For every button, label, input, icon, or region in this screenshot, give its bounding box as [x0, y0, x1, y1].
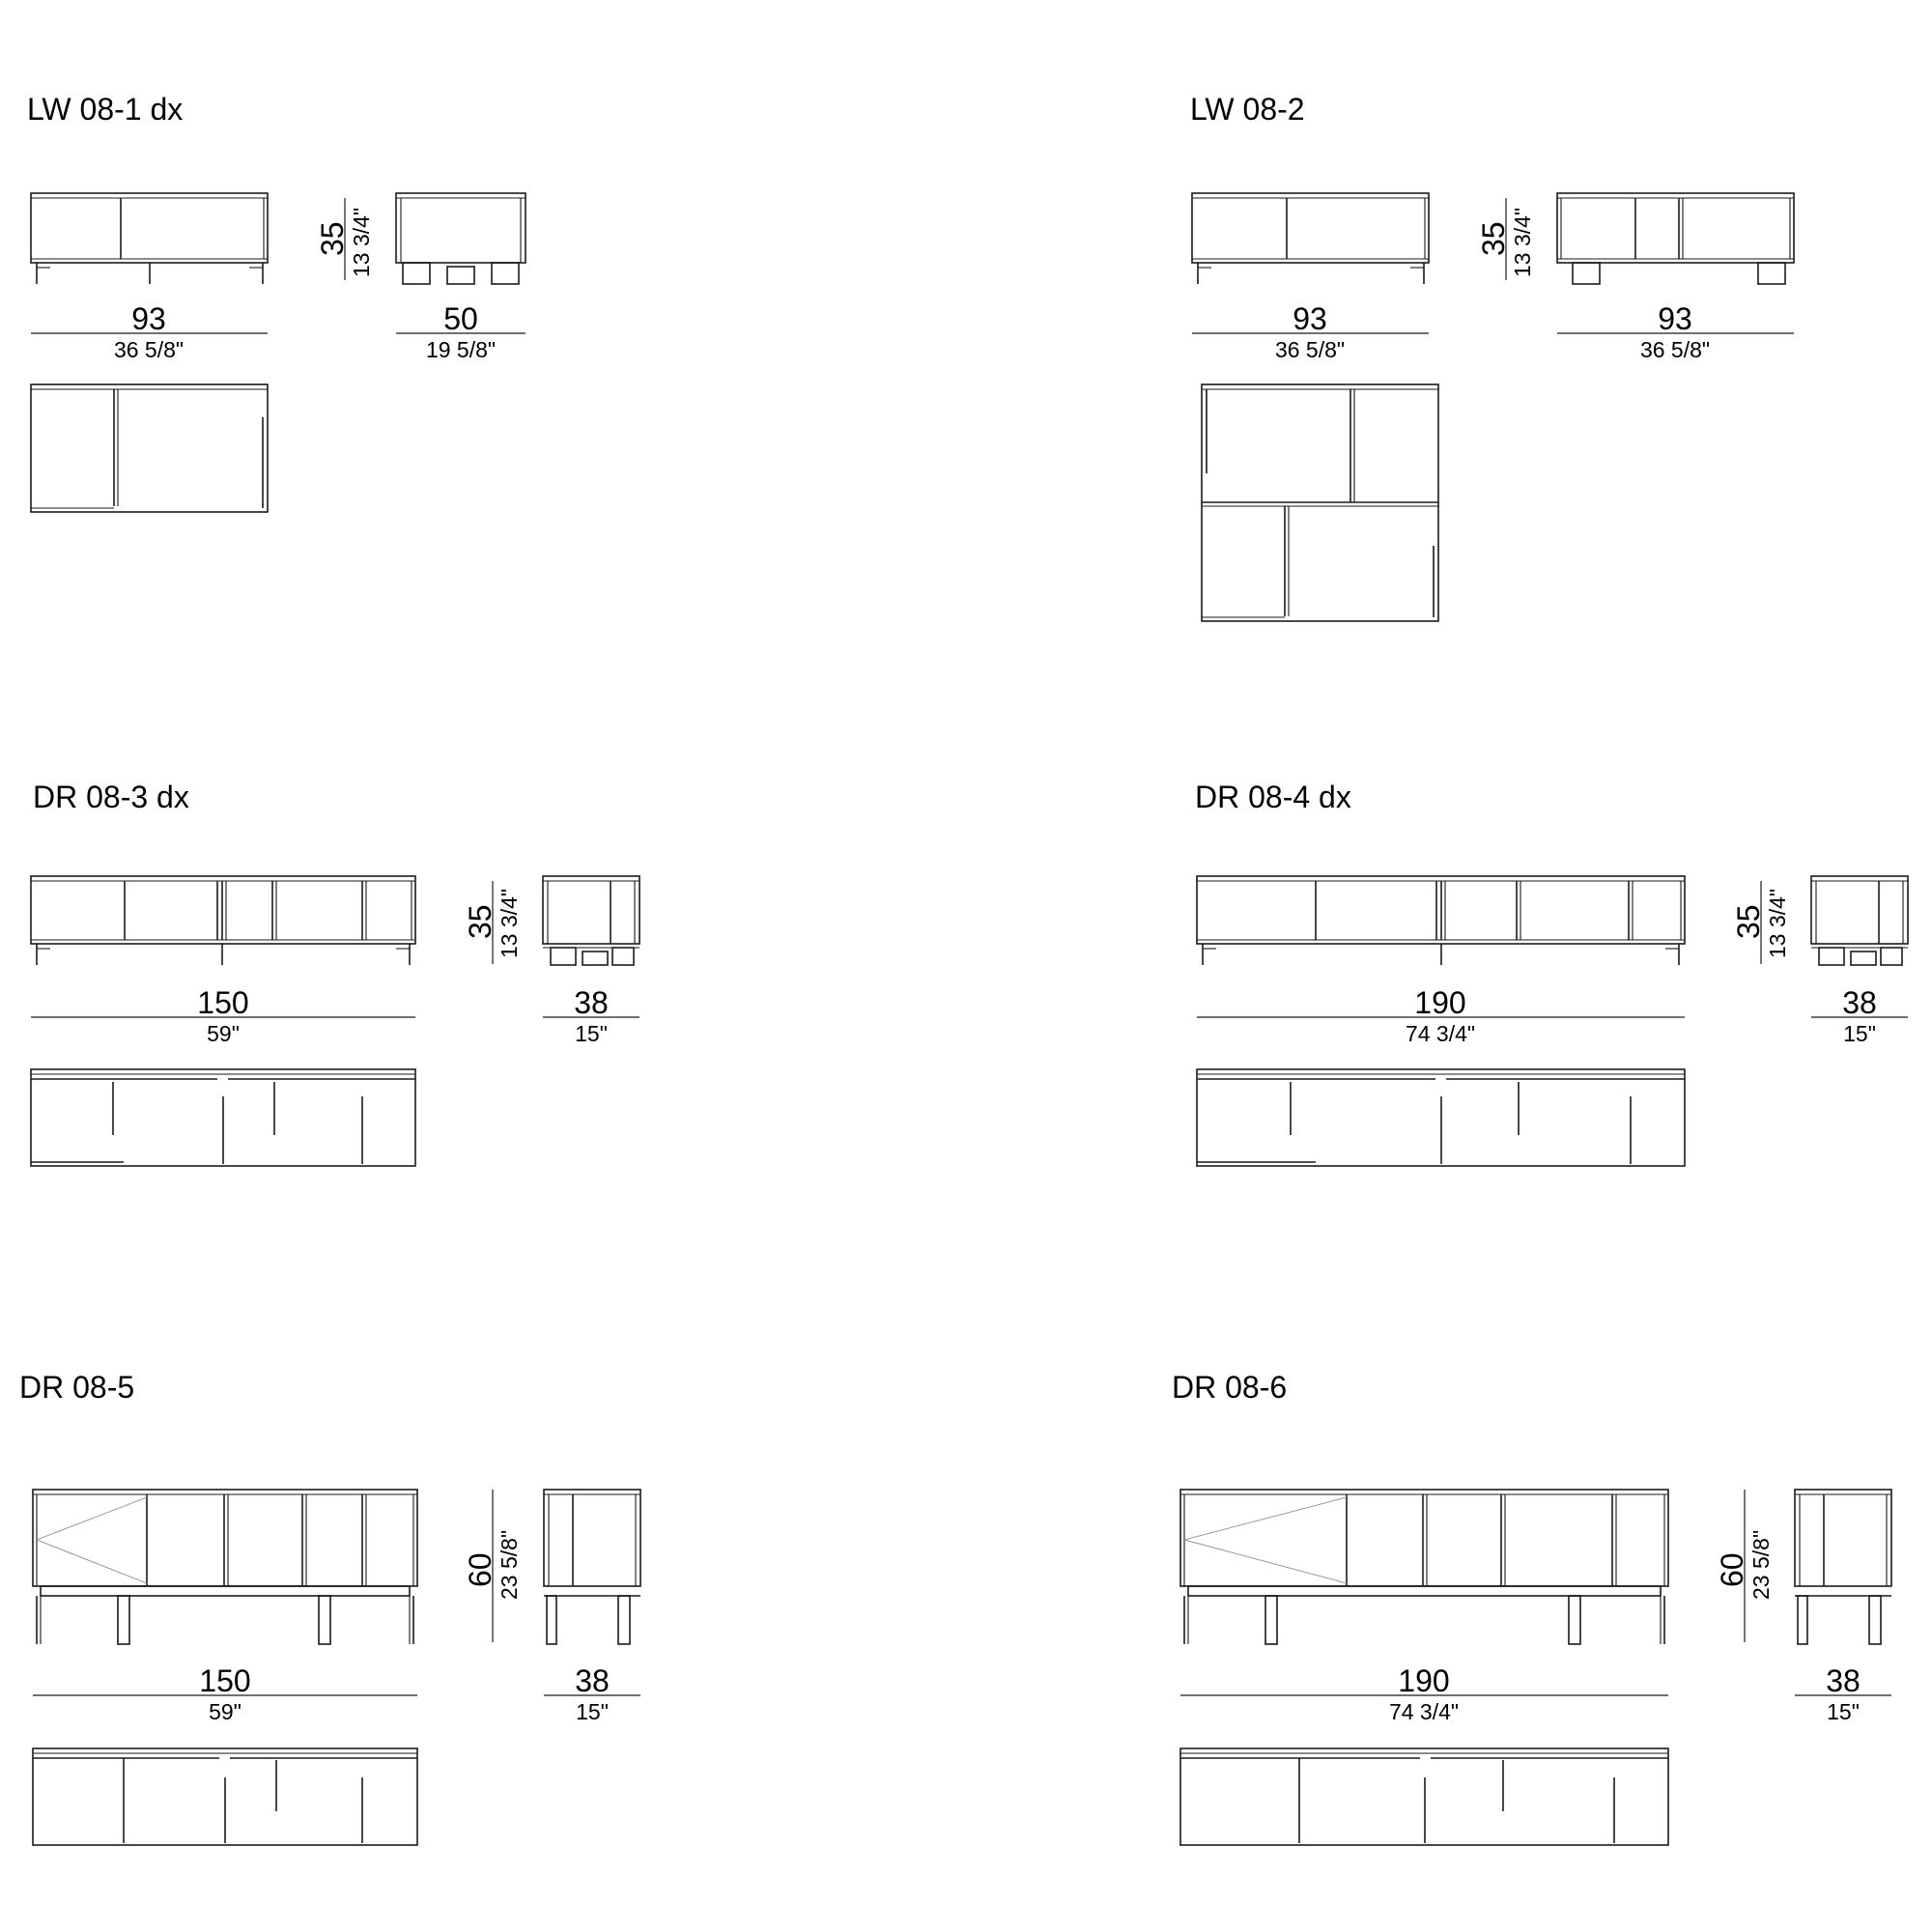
width-in: 74 3/4" — [1389, 1699, 1459, 1724]
side-width-dimension: 93 36 5/8" — [1557, 301, 1794, 362]
product-title: LW 08-1 dx — [27, 92, 183, 127]
product-title: DR 08-3 dx — [33, 780, 189, 814]
side-view — [1810, 875, 1909, 966]
top-view — [32, 1747, 418, 1846]
front-width-dimension: 190 74 3/4" — [1180, 1663, 1668, 1724]
height-dimension: 60 23 5/8" — [1715, 1490, 1774, 1642]
width-in: 74 3/4" — [1406, 1021, 1475, 1046]
width-in: 59" — [209, 1699, 242, 1724]
top-view — [1201, 384, 1439, 622]
height-dimension: 35 13 3/4" — [315, 198, 374, 280]
side-view — [542, 875, 640, 966]
product-dr-08-3-dx: DR 08-3 dx 35 13 3/4" — [30, 780, 640, 1167]
height-cm: 60 — [463, 1552, 497, 1587]
side-view — [1556, 192, 1795, 285]
depth-in: 15" — [1843, 1021, 1876, 1046]
top-view — [30, 384, 269, 513]
product-dr-08-4-dx: DR 08-4 dx 35 13 3/4" — [1195, 780, 1909, 1167]
depth-cm: 38 — [575, 1663, 610, 1698]
product-title: DR 08-4 dx — [1195, 780, 1351, 814]
front-view — [30, 192, 269, 284]
depth-cm: 38 — [574, 985, 609, 1020]
height-dimension: 35 13 3/4" — [1731, 881, 1790, 964]
width-cm: 150 — [197, 985, 248, 1020]
width-cm: 190 — [1398, 1663, 1449, 1698]
height-dimension: 35 13 3/4" — [1476, 198, 1535, 280]
height-in: 13 3/4" — [1765, 889, 1790, 958]
product-dr-08-5: DR 08-5 60 23 5/8" — [19, 1370, 641, 1846]
width-cm: 150 — [199, 1663, 250, 1698]
height-in: 23 5/8" — [1748, 1530, 1774, 1600]
front-width-dimension: 93 36 5/8" — [31, 301, 268, 362]
width-cm: 93 — [131, 301, 166, 336]
height-dimension: 35 13 3/4" — [463, 881, 522, 964]
front-view — [1196, 875, 1686, 965]
depth-dimension: 50 19 5/8" — [396, 301, 526, 362]
height-cm: 35 — [1476, 221, 1511, 256]
product-lw-08-1-dx: LW 08-1 dx 35 13 3/4" — [27, 92, 526, 513]
height-cm: 35 — [463, 904, 497, 939]
product-title: LW 08-2 — [1190, 92, 1305, 127]
depth-in: 15" — [575, 1021, 608, 1046]
height-cm: 60 — [1715, 1552, 1749, 1587]
depth-in: 15" — [576, 1699, 609, 1724]
front-width-dimension: 150 59" — [31, 985, 415, 1046]
depth-cm: 50 — [443, 301, 478, 336]
width-cm: 93 — [1293, 301, 1327, 336]
height-in: 23 5/8" — [497, 1530, 522, 1600]
front-width-dimension: 190 74 3/4" — [1197, 985, 1685, 1046]
depth-in: 15" — [1827, 1699, 1860, 1724]
height-in: 13 3/4" — [1510, 208, 1535, 277]
height-cm: 35 — [315, 221, 350, 256]
front-width-dimension: 93 36 5/8" — [1192, 301, 1429, 362]
depth-dimension: 38 15" — [1811, 985, 1908, 1046]
width-in: 36 5/8" — [1275, 337, 1345, 362]
side-width-in: 36 5/8" — [1640, 337, 1710, 362]
side-view — [543, 1489, 641, 1645]
front-view — [1191, 192, 1430, 284]
front-view — [30, 875, 416, 965]
depth-dimension: 38 15" — [1795, 1663, 1891, 1724]
width-in: 36 5/8" — [114, 337, 184, 362]
height-dimension: 60 23 5/8" — [463, 1490, 522, 1642]
depth-cm: 38 — [1842, 985, 1877, 1020]
product-title: DR 08-5 — [19, 1370, 134, 1405]
front-view — [1179, 1489, 1669, 1645]
front-width-dimension: 150 59" — [33, 1663, 417, 1724]
depth-cm: 38 — [1826, 1663, 1861, 1698]
depth-dimension: 38 15" — [543, 985, 639, 1046]
height-in: 13 3/4" — [497, 889, 522, 958]
side-view — [395, 192, 526, 285]
product-lw-08-2: LW 08-2 35 13 3/4" — [1190, 92, 1795, 622]
width-in: 59" — [207, 1021, 240, 1046]
depth-in: 19 5/8" — [426, 337, 496, 362]
product-title: DR 08-6 — [1172, 1370, 1287, 1405]
side-view — [1794, 1489, 1892, 1645]
front-view — [32, 1489, 418, 1645]
depth-dimension: 38 15" — [544, 1663, 640, 1724]
top-view — [1179, 1747, 1669, 1846]
height-in: 13 3/4" — [349, 208, 374, 277]
top-view — [1196, 1068, 1686, 1167]
product-dr-08-6: DR 08-6 60 23 5/8" — [1172, 1370, 1892, 1846]
side-width-cm: 93 — [1658, 301, 1692, 336]
height-cm: 35 — [1731, 904, 1766, 939]
top-view — [30, 1068, 416, 1167]
width-cm: 190 — [1414, 985, 1465, 1020]
